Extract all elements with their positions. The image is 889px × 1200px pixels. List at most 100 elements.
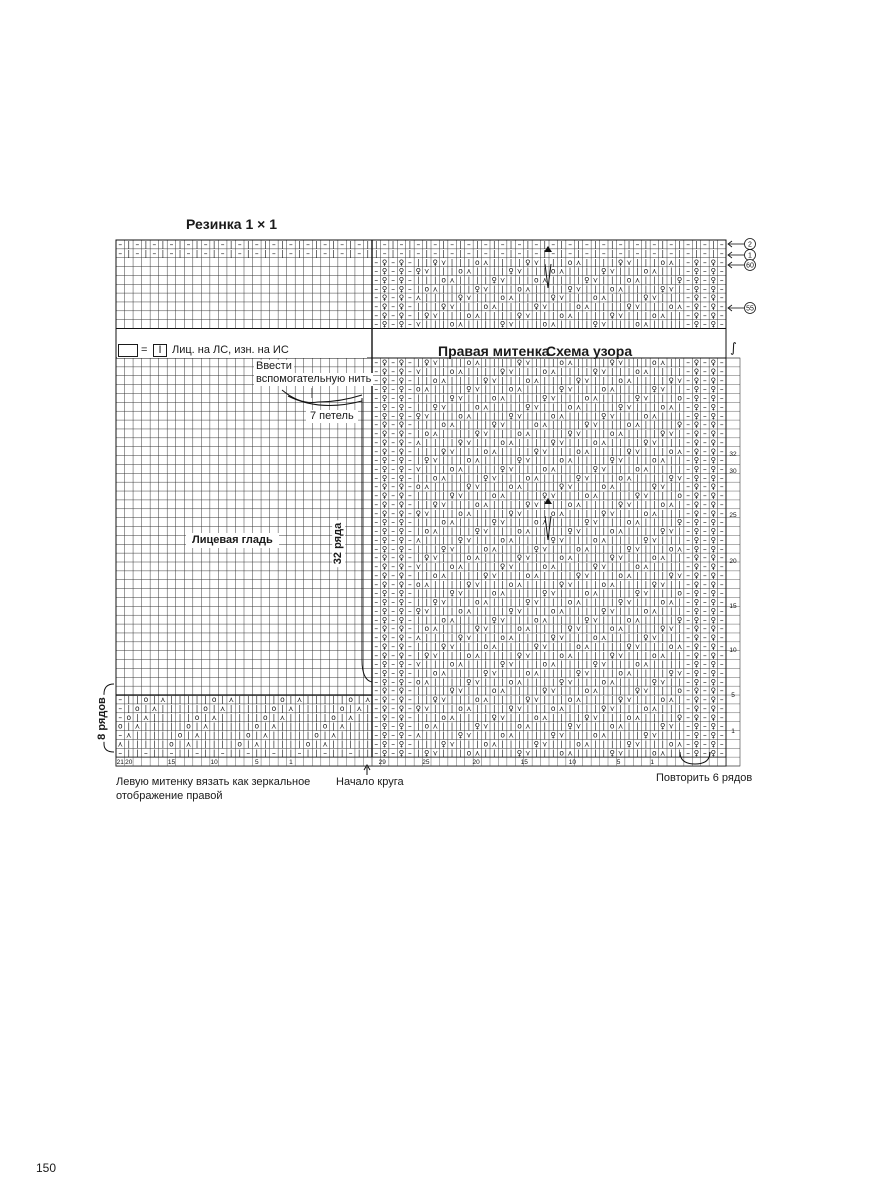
stitch-symbol: ♀	[382, 518, 388, 527]
stitch-symbol: |	[476, 420, 479, 429]
stitch-symbol: |	[653, 642, 656, 651]
stitch-symbol: |	[527, 367, 530, 376]
stitch-symbol: –	[703, 598, 707, 607]
stitch-symbol: ♀	[711, 713, 717, 722]
stitch-symbol: |	[577, 267, 580, 276]
stitch-symbol: |	[611, 367, 614, 376]
stitch-symbol: |	[662, 302, 665, 311]
stitch-symbol: –	[374, 669, 378, 678]
stitch-symbol: |	[366, 240, 369, 249]
stitch-symbol: |	[459, 249, 462, 258]
stitch-symbol: |	[603, 473, 606, 482]
stitch-symbol: ♀	[399, 411, 405, 420]
stitch-symbol: |	[670, 491, 673, 500]
stitch-symbol: ♀	[466, 580, 472, 589]
stitch-symbol: |	[611, 438, 614, 447]
stitch-symbol: |	[518, 275, 521, 284]
stitch-symbol: |	[678, 240, 681, 249]
stitch-symbol: ⋏	[652, 509, 658, 518]
stitch-symbol: –	[686, 695, 690, 704]
stitch-symbol: –	[400, 240, 404, 249]
stitch-symbol: o	[458, 411, 463, 420]
stitch-symbol: –	[484, 249, 488, 258]
stitch-symbol: |	[560, 376, 563, 385]
stitch-symbol: ♀	[491, 518, 497, 527]
stitch-symbol: |	[485, 420, 488, 429]
stitch-symbol: –	[374, 311, 378, 320]
stitch-symbol: |	[594, 544, 597, 553]
stitch-symbol: o	[568, 695, 573, 704]
stitch-symbol: |	[358, 722, 361, 731]
stitch-symbol: ♀	[508, 606, 514, 615]
stitch-symbol: |	[426, 240, 429, 249]
stitch-symbol: ⋏	[525, 284, 531, 293]
stitch-symbol: |	[451, 500, 454, 509]
stitch-symbol: –	[391, 598, 395, 607]
stitch-symbol: |	[678, 722, 681, 731]
stitch-symbol: |	[468, 589, 471, 598]
stitch-symbol: |	[636, 385, 639, 394]
stitch-symbol: –	[408, 482, 412, 491]
stitch-symbol: ♀	[432, 258, 438, 267]
stitch-symbol: o	[492, 491, 497, 500]
stitch-symbol: |	[179, 240, 182, 249]
stitch-symbol: |	[501, 447, 504, 456]
stitch-symbol: |	[298, 731, 301, 740]
stitch-symbol: |	[653, 722, 656, 731]
stitch-symbol: o	[475, 402, 480, 411]
stitch-symbol: –	[374, 293, 378, 302]
stitch-symbol: ⋏	[626, 669, 632, 678]
stitch-symbol: ♀	[576, 571, 582, 580]
stitch-symbol: |	[451, 633, 454, 642]
stitch-symbol: –	[391, 739, 395, 748]
stitch-symbol: |	[518, 739, 521, 748]
stitch-symbol: |	[577, 553, 580, 562]
stitch-symbol: o	[644, 509, 649, 518]
stitch-symbol: ⋎	[677, 571, 683, 580]
stitch-symbol: |	[451, 535, 454, 544]
stitch-symbol: ♀	[694, 544, 700, 553]
stitch-symbol: |	[628, 240, 631, 249]
stitch-symbol: |	[434, 606, 437, 615]
stitch-symbol: ♀	[694, 420, 700, 429]
stitch-symbol: –	[686, 367, 690, 376]
stitch-symbol: |	[451, 624, 454, 633]
stitch-symbol: |	[332, 249, 335, 258]
stitch-symbol: |	[560, 302, 563, 311]
stitch-symbol: |	[468, 739, 471, 748]
stitch-symbol: |	[619, 713, 622, 722]
stitch-symbol: ♀	[694, 284, 700, 293]
stitch-symbol: |	[349, 249, 352, 258]
stitch-symbol: ⋏	[458, 320, 464, 329]
stitch-symbol: ♀	[517, 748, 523, 757]
stitch-symbol: ♀	[382, 571, 388, 580]
stitch-symbol: ♀	[542, 686, 548, 695]
stitch-symbol: –	[408, 527, 412, 536]
stitch-symbol: |	[128, 739, 131, 748]
stitch-symbol: –	[408, 669, 412, 678]
stitch-symbol: ♀	[711, 553, 717, 562]
stitch-symbol: |	[442, 580, 445, 589]
stitch-symbol: ♀	[694, 447, 700, 456]
stitch-symbol: ⋎	[559, 731, 565, 740]
stitch-symbol: –	[153, 249, 157, 258]
stitch-symbol: |	[670, 367, 673, 376]
stitch-symbol: |	[187, 713, 190, 722]
stitch-symbol: –	[408, 456, 412, 465]
stitch-symbol: |	[128, 249, 131, 258]
stitch-symbol: o	[568, 258, 573, 267]
stitch-symbol: |	[662, 267, 665, 276]
stitch-symbol: |	[417, 429, 420, 438]
stitch-symbol: |	[653, 624, 656, 633]
stitch-symbol: ♀	[399, 544, 405, 553]
stitch-symbol: |	[628, 284, 631, 293]
stitch-symbol: o	[467, 748, 472, 757]
stitch-symbol: |	[476, 293, 479, 302]
stitch-symbol: ♀	[466, 677, 472, 686]
stitch-symbol: |	[662, 420, 665, 429]
stitch-symbol: –	[686, 420, 690, 429]
stitch-symbol: ♀	[382, 509, 388, 518]
stitch-symbol: ⋎	[508, 660, 514, 669]
stitch-symbol: |	[315, 704, 318, 713]
rows-32-bracket	[361, 397, 373, 683]
